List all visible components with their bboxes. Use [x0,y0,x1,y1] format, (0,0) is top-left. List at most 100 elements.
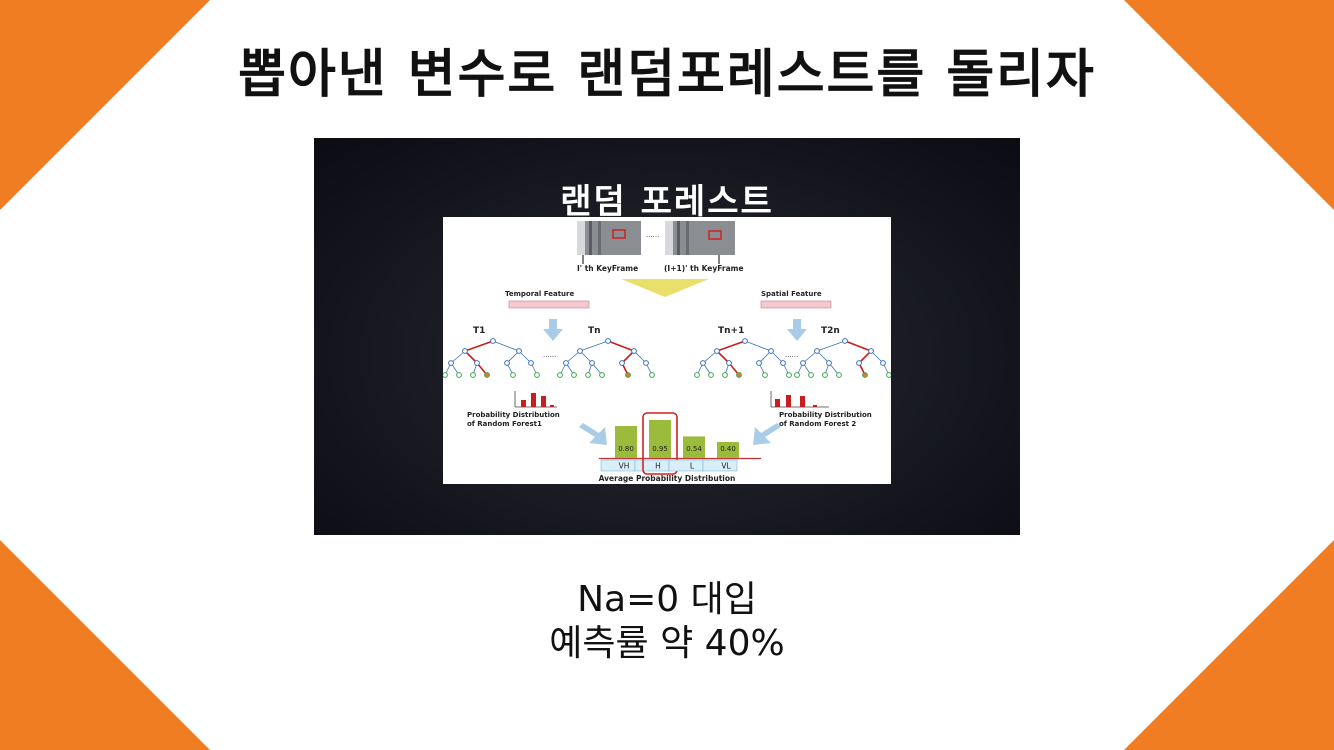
tree-node [880,360,886,366]
tree-node [842,338,848,344]
tree-leaf [456,372,462,378]
keyframe-strip-left [577,221,641,255]
tree-node [700,360,706,366]
random-forest-diagram: ...... I' th KeyFrame (I+1)' th KeyFrame… [443,217,891,484]
keyframe-right-label: (I+1)' th KeyFrame [664,264,744,273]
temporal-feature-label: Temporal Feature [505,290,574,298]
tree-leaf [808,372,814,378]
tree-leaf [862,372,868,378]
prob-dist-right-line1: Probability Distribution [779,411,872,419]
tree-node [577,348,583,354]
histogram-left [514,391,557,408]
down-arrow-icon [543,319,563,341]
tree-leaf [443,372,448,378]
category-cell [668,459,704,472]
decision-path [844,340,872,352]
category-label: VH [619,462,630,471]
tree-leaf [836,372,842,378]
tree-node [528,360,534,366]
merge-arrow-icon [753,423,781,445]
tree-node [780,360,786,366]
keyframe-left-label: I' th KeyFrame [577,264,638,273]
corner-decoration-top-left [0,0,210,210]
slide-caption: Na=0 대입 예측률 약 40% [0,578,1334,666]
tree-leaf [794,372,800,378]
down-arrow-icon [787,319,807,341]
prob-dist-left-line1: Probability Distribution [467,411,560,419]
tree-node [504,360,510,366]
merge-funnel-shape [621,279,709,297]
decision-path [607,340,635,352]
decision-tree [443,338,540,378]
tree-leaf [625,372,631,378]
tree-edge [579,340,609,352]
bar-value-label: 0.80 [618,445,634,453]
decision-path [716,340,746,352]
slide-title: 뽑아낸 변수로 랜덤포레스트를 돌리자 [238,45,1096,105]
tree-node [474,360,480,366]
tree-label: T1 [473,326,485,336]
category-label: H [655,462,661,471]
decision-tree [794,338,891,378]
highlight-box [642,412,678,475]
prob-dist-left-line2: of Random Forest1 [467,420,542,428]
category-label: VL [721,462,731,471]
tree-node [714,348,720,354]
tree-node [631,348,637,354]
diagram-svg: ...... I' th KeyFrame (I+1)' th KeyFrame… [443,221,891,483]
tree-node [563,360,569,366]
bar-value-label: 0.54 [686,445,702,453]
caption-line-2: 예측률 약 40% [549,623,785,664]
category-label: L [690,462,695,471]
tree-leaf [534,372,540,378]
tree-leaf [510,372,516,378]
tree-leaf [599,372,605,378]
tree-node [814,348,820,354]
tree-node [856,360,862,366]
tree-leaf [694,372,700,378]
bar-value-label: 0.95 [652,445,668,453]
tree-label: T2n [821,326,840,336]
tree-node [643,360,649,366]
tree-leaf [649,372,655,378]
spatial-feature-bar [760,300,832,309]
bar-h [649,420,671,458]
random-forest-image: 랜덤 포레스트 ...... I' th KeyFrame (I+1) [314,138,1020,535]
tree-edge [565,350,581,364]
tree-node [605,338,611,344]
tree-label: Tn+1 [718,326,744,336]
tree-node [490,338,496,344]
tree-ellipsis: ...... [785,351,798,359]
category-cell [634,459,670,472]
spatial-feature-label: Spatial Feature [761,290,822,298]
tree-node [742,338,748,344]
corner-decoration-top-right [1124,0,1334,210]
tree-edge [492,340,520,352]
decision-path [464,340,494,352]
tree-leaf [470,372,476,378]
decision-trees [443,338,891,378]
average-distribution-label: Average Probability Distribution [599,474,736,483]
tree-leaf [557,372,563,378]
tree-leaf [571,372,577,378]
tree-leaf [886,372,891,378]
tree-leaf [736,372,742,378]
tree-label: Tn [588,326,601,336]
image-heading: 랜덤 포레스트 [560,182,774,222]
tree-ellipsis: ...... [543,351,556,359]
tree-leaf [708,372,714,378]
decision-tree [557,338,655,378]
bar-value-label: 0.40 [720,445,736,453]
tree-leaf [786,372,792,378]
bar-l [683,436,705,458]
bar-vh [615,426,637,458]
tree-edge [744,340,772,352]
tree-node [826,360,832,366]
temporal-feature-bar [508,300,590,309]
tree-node [516,348,522,354]
tree-node [448,360,454,366]
tree-leaf [762,372,768,378]
tree-leaf [722,372,728,378]
caption-line-1: Na=0 대입 [577,579,757,620]
